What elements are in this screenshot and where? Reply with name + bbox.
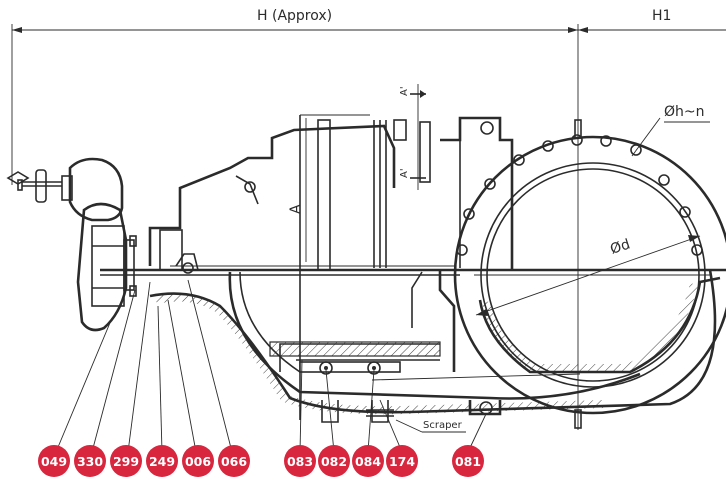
valve-body [148, 114, 514, 420]
part-number: 081 [455, 454, 481, 469]
a-prime-bottom-label: A' [399, 168, 410, 178]
a-prime-top-label: A' [399, 86, 410, 96]
part-number: 174 [389, 454, 415, 469]
flange: Ød Øh~n [453, 104, 726, 430]
dimension-a: A [288, 118, 307, 262]
leader-lines [55, 279, 487, 453]
part-badge: 066 [218, 445, 250, 477]
dimension-h: H (Approx) [11, 8, 579, 185]
dimension-d-label: Ød [608, 236, 632, 257]
part-number: 084 [355, 454, 381, 469]
dimension-h1: H1 [578, 8, 726, 33]
dimension-a-label: A [288, 204, 304, 214]
dimension-h-label: H (Approx) [257, 8, 332, 24]
part-number: 083 [287, 454, 313, 469]
scraper-label: Scraper [423, 420, 463, 431]
stem-shaft [100, 265, 726, 278]
gate-housing [149, 269, 717, 423]
part-number: 066 [221, 454, 247, 469]
part-badge: 299 [110, 445, 142, 477]
gear-actuator [6, 157, 137, 332]
part-number: 330 [77, 454, 103, 469]
part-badge: 083 [284, 445, 316, 477]
part-badge: 330 [74, 445, 106, 477]
section-a-prime: A' A' [399, 84, 426, 190]
part-number: 082 [321, 454, 347, 469]
part-badge: 006 [182, 445, 214, 477]
part-badges: 049 330 299 249 006 066 083 082 084 174 … [38, 445, 484, 477]
bolt-holes [456, 134, 703, 256]
dimension-h1-label: H1 [652, 8, 671, 24]
part-badge: 082 [318, 445, 350, 477]
part-badge: 249 [146, 445, 178, 477]
dimension-h-n-label: Øh~n [664, 104, 705, 120]
part-number: 249 [149, 454, 175, 469]
part-number: 049 [41, 454, 67, 469]
part-badge: 174 [386, 445, 418, 477]
part-badge: 049 [38, 445, 70, 477]
part-number: 299 [113, 454, 139, 469]
part-number: 006 [185, 454, 211, 469]
part-badge: 081 [452, 445, 484, 477]
part-badge: 084 [352, 445, 384, 477]
